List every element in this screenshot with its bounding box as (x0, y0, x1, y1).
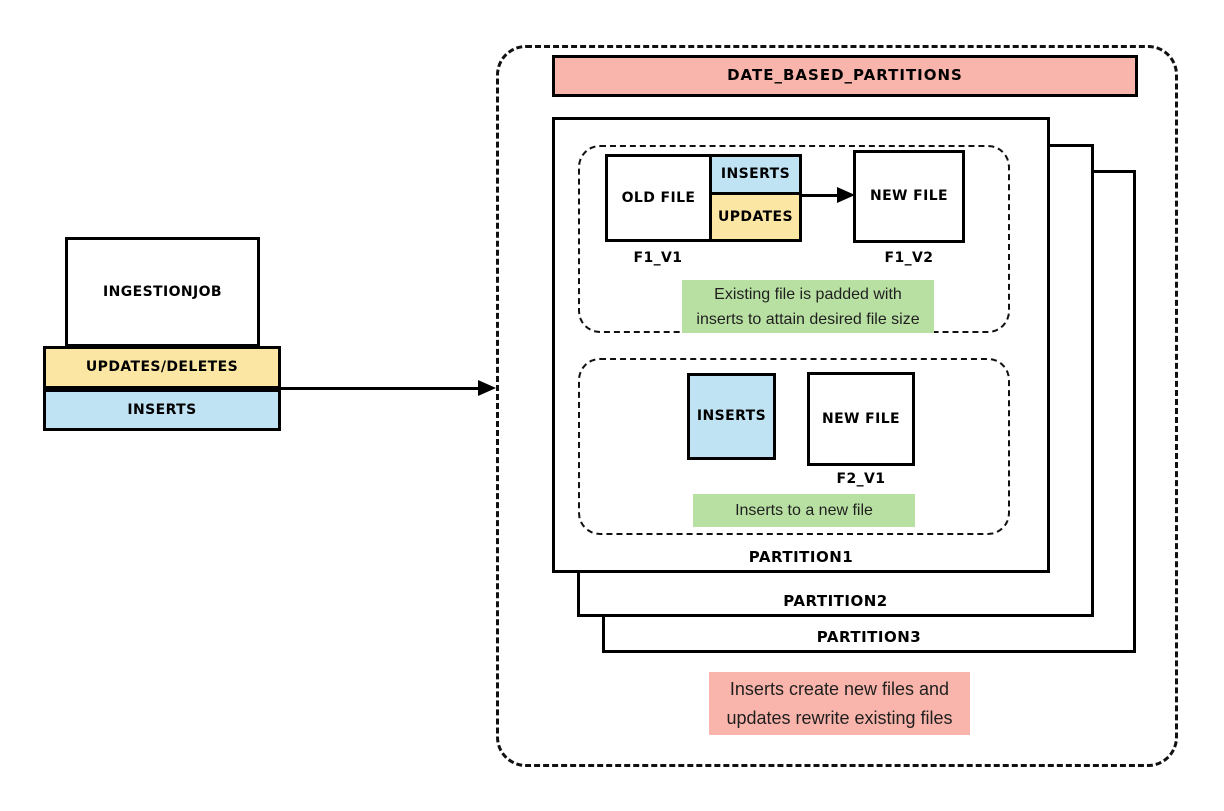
ingestion-job-label: INGESTIONJOB (102, 283, 223, 300)
flow1-new-file-label: NEW FILE (869, 188, 949, 205)
summary-note: Inserts create new files and updates rew… (709, 672, 970, 735)
ingestion-job-box: INGESTIONJOB (65, 237, 260, 347)
flow1-updates-label: UPDATES (718, 208, 793, 225)
flow1-new-file-box: NEW FILE (853, 150, 965, 243)
partition1-label: PARTITION1 (748, 548, 854, 566)
f2-v1-label: F2_V1 (836, 471, 886, 487)
arrow-shaft (281, 387, 481, 390)
partition3-label: PARTITION3 (816, 628, 922, 646)
new-file-note: Inserts to a new file (693, 494, 915, 527)
source-inserts-label: INSERTS (127, 401, 197, 418)
old-file-label: OLD FILE (621, 189, 696, 206)
flow1-updates-box: UPDATES (709, 192, 802, 242)
date-partitions-title: DATE_BASED_PARTITIONS (727, 66, 963, 85)
flow2-inserts-label: INSERTS (696, 408, 767, 425)
flow2-new-file-box: NEW FILE (807, 372, 915, 466)
updates-deletes-box: UPDATES/DELETES (43, 346, 281, 389)
partition2-label: PARTITION2 (783, 592, 888, 610)
arrowhead-icon (478, 380, 496, 396)
arrow-shaft (802, 194, 840, 197)
updates-deletes-label: UPDATES/DELETES (85, 359, 239, 376)
flow2-inserts-box: INSERTS (687, 373, 776, 460)
f1-v2-label: F1_V2 (884, 250, 934, 266)
padding-note: Existing file is padded with inserts to … (682, 280, 934, 333)
old-file-box: OLD FILE (605, 154, 712, 242)
flow1-inserts-box: INSERTS (709, 154, 802, 195)
flow1-inserts-label: INSERTS (720, 166, 791, 183)
f1-v1-label: F1_V1 (633, 250, 683, 266)
source-inserts-box: INSERTS (43, 389, 281, 431)
date-partitions-header: DATE_BASED_PARTITIONS (552, 55, 1138, 97)
flow2-new-file-label: NEW FILE (821, 410, 901, 427)
new-file-flow-group (578, 358, 1010, 535)
date-partitions-container (496, 45, 1178, 767)
arrowhead-icon (837, 187, 855, 203)
